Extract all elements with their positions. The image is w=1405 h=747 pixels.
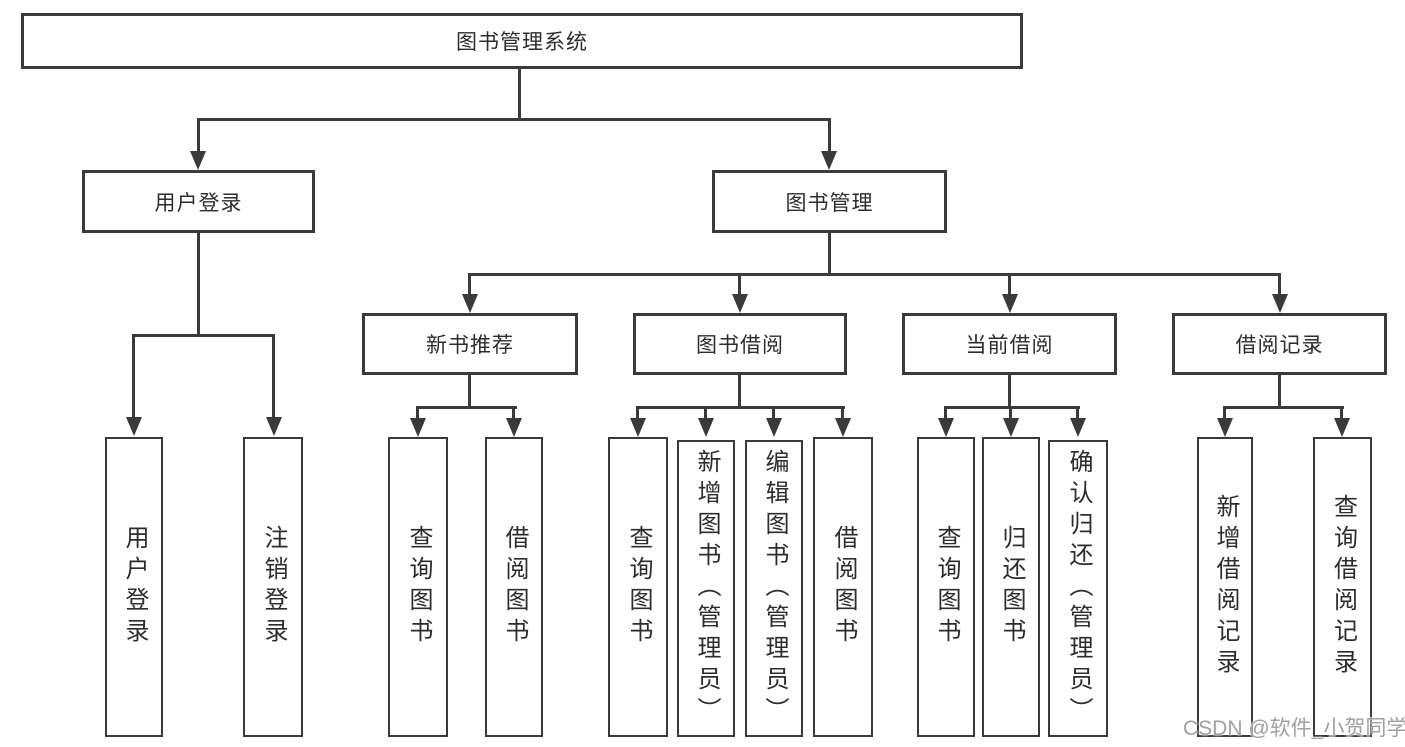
arrow-down-icon [1217, 418, 1233, 437]
arrow-down-icon [630, 418, 646, 437]
leaf-add-borrow-record: 新增借阅记录 [1197, 437, 1253, 737]
arrow-down-icon [1272, 294, 1288, 313]
connector-line [1008, 375, 1011, 409]
connector-line [197, 118, 200, 153]
leaf-edit-books-admin: 编辑图书（管理员） [745, 440, 803, 737]
arrow-down-icon [698, 418, 714, 437]
leaf-query-books-borrowing-label: 查询图书 [625, 525, 652, 649]
leaf-confirm-return-admin: 确认归还（管理员） [1048, 440, 1108, 737]
node-book-borrowing: 图书借阅 [633, 313, 847, 375]
leaf-user-login: 用户登录 [105, 437, 163, 737]
leaf-borrow-books: 借阅图书 [813, 437, 873, 737]
leaf-add-borrow-record-label: 新增借阅记录 [1212, 494, 1239, 680]
connector-line [828, 118, 831, 153]
arrow-down-icon [410, 418, 426, 437]
node-new-book-recommend: 新书推荐 [362, 313, 578, 375]
csdn-watermark: CSDN @软件_小贺同学 [1183, 717, 1405, 740]
arrow-down-icon [266, 417, 282, 436]
arrow-down-icon [1002, 294, 1018, 313]
connector-line [512, 406, 515, 420]
connector-line [468, 375, 471, 409]
connector-line [272, 334, 275, 418]
connector-line [772, 406, 775, 420]
arrow-down-icon [126, 417, 142, 436]
connector-line [197, 118, 831, 121]
connector-line [636, 406, 639, 420]
node-root: 图书管理系统 [21, 13, 1023, 69]
arrow-down-icon [1003, 418, 1019, 437]
leaf-return-books-label: 归还图书 [998, 525, 1025, 649]
node-borrowing-records: 借阅记录 [1172, 313, 1387, 375]
connector-line [132, 334, 275, 337]
connector-line [1008, 273, 1011, 297]
leaf-query-books-current: 查询图书 [917, 437, 975, 737]
leaf-query-borrow-record-label: 查询借阅记录 [1329, 494, 1357, 680]
connector-line [636, 406, 845, 409]
connector-line [841, 406, 844, 420]
leaf-user-login-label: 用户登录 [121, 525, 148, 649]
arrow-down-icon [766, 418, 782, 437]
connector-line [1223, 406, 1226, 420]
leaf-query-books-recommend-label: 查询图书 [405, 525, 432, 649]
connector-line [518, 66, 521, 121]
connector-line [1076, 406, 1079, 420]
arrow-down-icon [1070, 418, 1086, 437]
arrow-down-icon [835, 418, 851, 437]
arrow-down-icon [821, 151, 837, 170]
arrow-down-icon [1334, 418, 1350, 437]
connector-line [416, 406, 517, 409]
leaf-borrow-books-recommend: 借阅图书 [485, 437, 543, 737]
arrow-down-icon [190, 151, 206, 170]
connector-line [1223, 406, 1344, 409]
connector-line [1278, 273, 1281, 297]
node-current-borrowing-label: 当前借阅 [965, 334, 1054, 357]
connector-line [738, 375, 741, 409]
connector-line [1009, 406, 1012, 420]
leaf-add-books-admin: 新增图书（管理员） [677, 440, 735, 737]
arrow-down-icon [732, 294, 748, 313]
connector-line [1340, 406, 1343, 420]
node-new-book-recommend-label: 新书推荐 [426, 334, 514, 357]
leaf-add-books-admin-label: 新增图书（管理员） [693, 449, 720, 728]
arrow-down-icon [506, 418, 522, 437]
connector-line [468, 273, 471, 297]
connector-line [828, 233, 831, 276]
leaf-query-borrow-record: 查询借阅记录 [1313, 437, 1372, 737]
leaf-confirm-return-admin-label: 确认归还（管理员） [1065, 449, 1092, 728]
leaf-borrow-books-label: 借阅图书 [830, 525, 857, 649]
node-user-login: 用户登录 [82, 170, 315, 233]
connector-line [944, 406, 947, 420]
arrow-down-icon [938, 418, 954, 437]
connector-line [416, 406, 419, 420]
node-borrowing-records-label: 借阅记录 [1235, 334, 1324, 357]
connector-line [944, 406, 1080, 409]
leaf-edit-books-admin-label: 编辑图书（管理员） [761, 449, 788, 728]
leaf-query-books-recommend: 查询图书 [388, 437, 448, 737]
arrow-down-icon [462, 294, 478, 313]
node-book-management: 图书管理 [712, 170, 947, 233]
node-book-management-label: 图书管理 [785, 191, 874, 215]
connector-line [132, 334, 135, 418]
leaf-query-books-current-label: 查询图书 [933, 525, 960, 649]
connector-line [704, 406, 707, 420]
leaf-query-books-borrowing: 查询图书 [608, 437, 668, 737]
connector-line [1278, 375, 1281, 409]
leaf-borrow-books-recommend-label: 借阅图书 [501, 525, 528, 649]
leaf-logout-label: 注销登录 [260, 525, 287, 649]
leaf-logout: 注销登录 [243, 437, 303, 737]
leaf-return-books: 归还图书 [982, 437, 1040, 737]
connector-line [738, 273, 741, 297]
node-current-borrowing: 当前借阅 [902, 313, 1117, 375]
node-user-login-label: 用户登录 [154, 191, 243, 215]
node-book-borrowing-label: 图书借阅 [696, 334, 784, 357]
connector-line [468, 273, 1281, 276]
node-root-label: 图书管理系统 [456, 31, 588, 54]
connector-line [197, 233, 200, 337]
